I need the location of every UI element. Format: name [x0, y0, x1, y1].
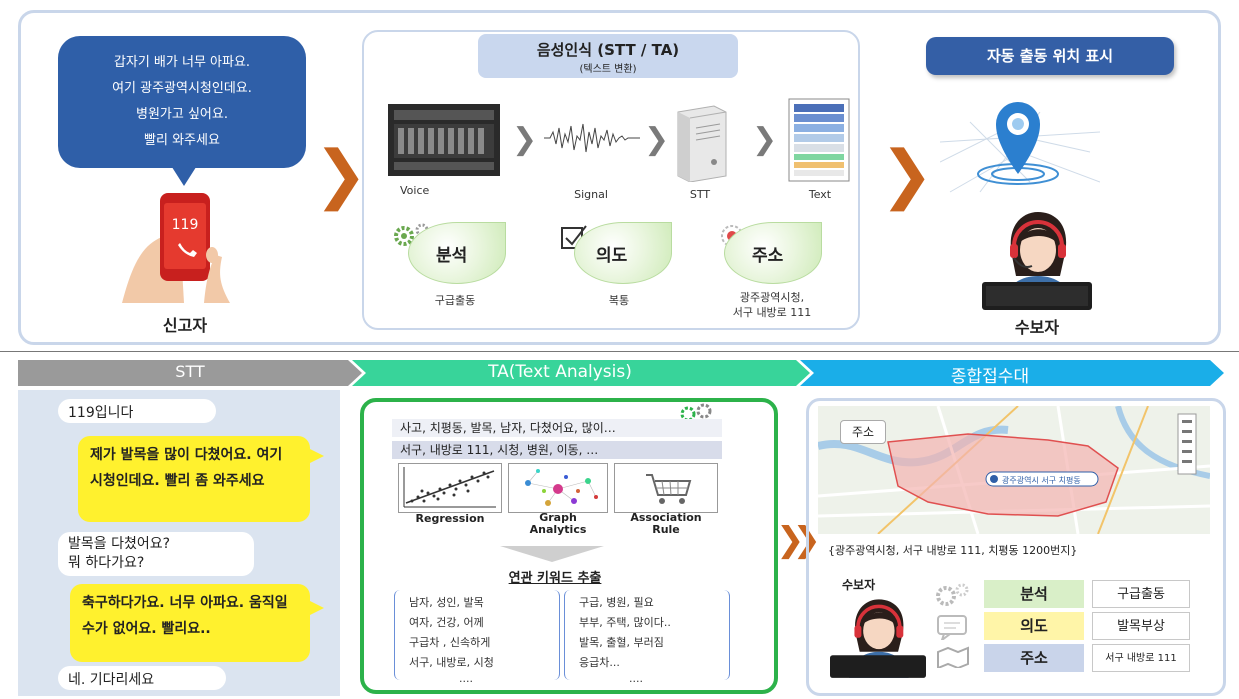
map-address-tag: 주소 — [840, 420, 886, 444]
bubble-tail — [170, 164, 198, 186]
header-reception: 종합접수대 — [950, 367, 1030, 387]
map-pin-icon — [937, 646, 969, 668]
keyword-row: 구급차 , 신속하게 — [409, 636, 491, 649]
summary-intent-value: 발목부상 — [1092, 612, 1190, 640]
header-ta: TA(Text Analysis) — [488, 362, 632, 382]
caller-line-4: 빨리 와주세요 — [144, 133, 220, 148]
caller-speech-bubble: 갑자기 배가 너무 아파요. 여기 광주광역시청인데요. 병원가고 싶어요. 빨… — [58, 36, 306, 168]
stt-subtitle: (텍스트 변환) — [579, 64, 637, 75]
intent-leaf-label: 의도 — [596, 246, 628, 266]
chat-tail — [308, 448, 324, 464]
text-document-icon — [788, 98, 850, 182]
analysis-leaf-label: 분석 — [436, 246, 468, 266]
auto-dispatch-button[interactable]: 자동 출동 위치 표시 — [926, 37, 1174, 75]
gear-icon — [680, 403, 712, 422]
caller-line-3: 병원가고 싶어요. — [136, 107, 228, 122]
chat-message: 119입니다 — [58, 399, 216, 423]
address-leaf — [724, 222, 822, 284]
pipeline-voice-label: Voice — [400, 184, 430, 197]
summary-address-value: 서구 내방로 111 — [1092, 644, 1190, 672]
keyword-row: 여자, 건강, 어께 — [409, 616, 484, 629]
address-value: 광주광역시청, 서구 내방로 111 — [732, 291, 812, 319]
method-graph-analytics-label: Graph Analytics — [529, 511, 587, 536]
caller-line-2: 여기 광주광역시청인데요. — [112, 81, 252, 96]
summary-intent-label: 의도 — [984, 612, 1084, 640]
down-arrow-icon — [500, 546, 604, 562]
map-location-pin-icon — [940, 102, 1100, 193]
chevron-right-icon: ❯ — [314, 138, 368, 212]
keyword-row: 응급차... — [579, 656, 620, 669]
section-header-bar — [18, 360, 1224, 386]
method-regression-label: Regression — [415, 512, 485, 525]
header-stt: STT — [175, 362, 205, 381]
chevron-right-icon: ❯ — [880, 138, 934, 212]
keyword-row: .... — [459, 672, 473, 685]
keyword-row: 부부, 주택, 많이다.. — [579, 616, 671, 629]
regression-chart-icon — [398, 463, 502, 513]
map-marker-text: 광주광역시 서구 치평동 — [1002, 475, 1081, 485]
receiver-avatar-icon — [982, 212, 1092, 310]
keyword-title: 연관 키워드 추출 — [508, 571, 602, 586]
pipeline-signal-label: Signal — [574, 188, 608, 201]
shopping-cart-icon — [614, 463, 718, 513]
chat-message: 축구하다가요. 너무 아파요. 움직일 수가 없어요. 빨리요.. — [70, 584, 310, 662]
ta-text-line: 사고, 치평동, 발목, 남자, 다쳤어요, 많이… — [392, 419, 722, 437]
voice-server-icon — [388, 104, 500, 176]
pipeline-stt-label: STT — [689, 188, 711, 201]
section-divider — [0, 351, 1239, 352]
caller-line-1: 갑자기 배가 너무 아파요. — [113, 55, 251, 70]
analysis-leaf — [408, 222, 506, 284]
phone-number: 119 — [172, 217, 199, 233]
method-association-label: Association Rule — [630, 511, 702, 536]
chevron-right-icon: ❯ — [644, 122, 670, 157]
stt-title-banner: 음성인식 (STT / TA) (텍스트 변환) — [478, 34, 738, 78]
summary-analysis-value: 구급출동 — [1092, 580, 1190, 608]
graph-analytics-icon — [508, 463, 608, 513]
double-chevron-icon: ❯❯ — [776, 520, 821, 560]
receiver-label-bottom: 수보자 — [842, 578, 876, 592]
chat-bubble-icon — [937, 615, 967, 640]
chat-tail — [308, 600, 324, 616]
gear-icon — [936, 583, 969, 606]
keyword-row: 구급, 병원, 필요 — [579, 596, 654, 609]
intent-leaf — [574, 222, 672, 284]
keyword-row: 서구, 내방로, 시청 — [409, 656, 494, 669]
analysis-value: 구급출동 — [434, 294, 476, 307]
chevron-right-icon: ❯ — [512, 122, 538, 157]
stt-title: 음성인식 (STT / TA) — [536, 41, 680, 59]
summary-address-label: 주소 — [984, 644, 1084, 672]
ta-text-line: 서구, 내방로 111, 시청, 병원, 이동, … — [392, 441, 722, 459]
map-caption: {광주광역시청, 서구 내방로 111, 치평동 1200번지} — [828, 544, 1078, 557]
pipeline-text-label: Text — [808, 188, 832, 201]
keyword-group-right: 구급, 병원, 필요 부부, 주택, 많이다.. 발목, 출혈, 부러짐 응급차… — [564, 590, 730, 685]
receiver-avatar-icon — [830, 599, 926, 678]
signal-wave-icon — [544, 123, 640, 153]
keyword-row: 남자, 성인, 발목 — [409, 596, 484, 609]
keyword-group-left: 남자, 성인, 발목 여자, 건강, 어께 구급차 , 신속하게 서구, 내방로… — [394, 590, 560, 685]
intent-value: 복통 — [608, 294, 630, 307]
summary-analysis-label: 분석 — [984, 580, 1084, 608]
address-leaf-label: 주소 — [752, 246, 784, 266]
chat-message: 네. 기다리세요 — [58, 666, 226, 690]
chat-message: 제가 발목을 많이 다쳤어요. 여기 시청인데요. 빨리 좀 와주세요 — [78, 436, 310, 522]
phone-in-hand-icon: 119 — [122, 193, 230, 303]
receiver-label-top: 수보자 — [1014, 318, 1060, 337]
reception-panel — [806, 398, 1226, 696]
caller-label: 신고자 — [162, 316, 208, 335]
stt-server-icon — [677, 105, 727, 182]
keyword-row: 발목, 출혈, 부러짐 — [579, 636, 664, 649]
chat-message: 발목을 다쳤어요? 뭐 하다가요? — [58, 532, 254, 576]
keyword-row: .... — [629, 672, 643, 685]
ta-panel — [360, 398, 778, 694]
chevron-right-icon: ❯ — [752, 122, 778, 157]
